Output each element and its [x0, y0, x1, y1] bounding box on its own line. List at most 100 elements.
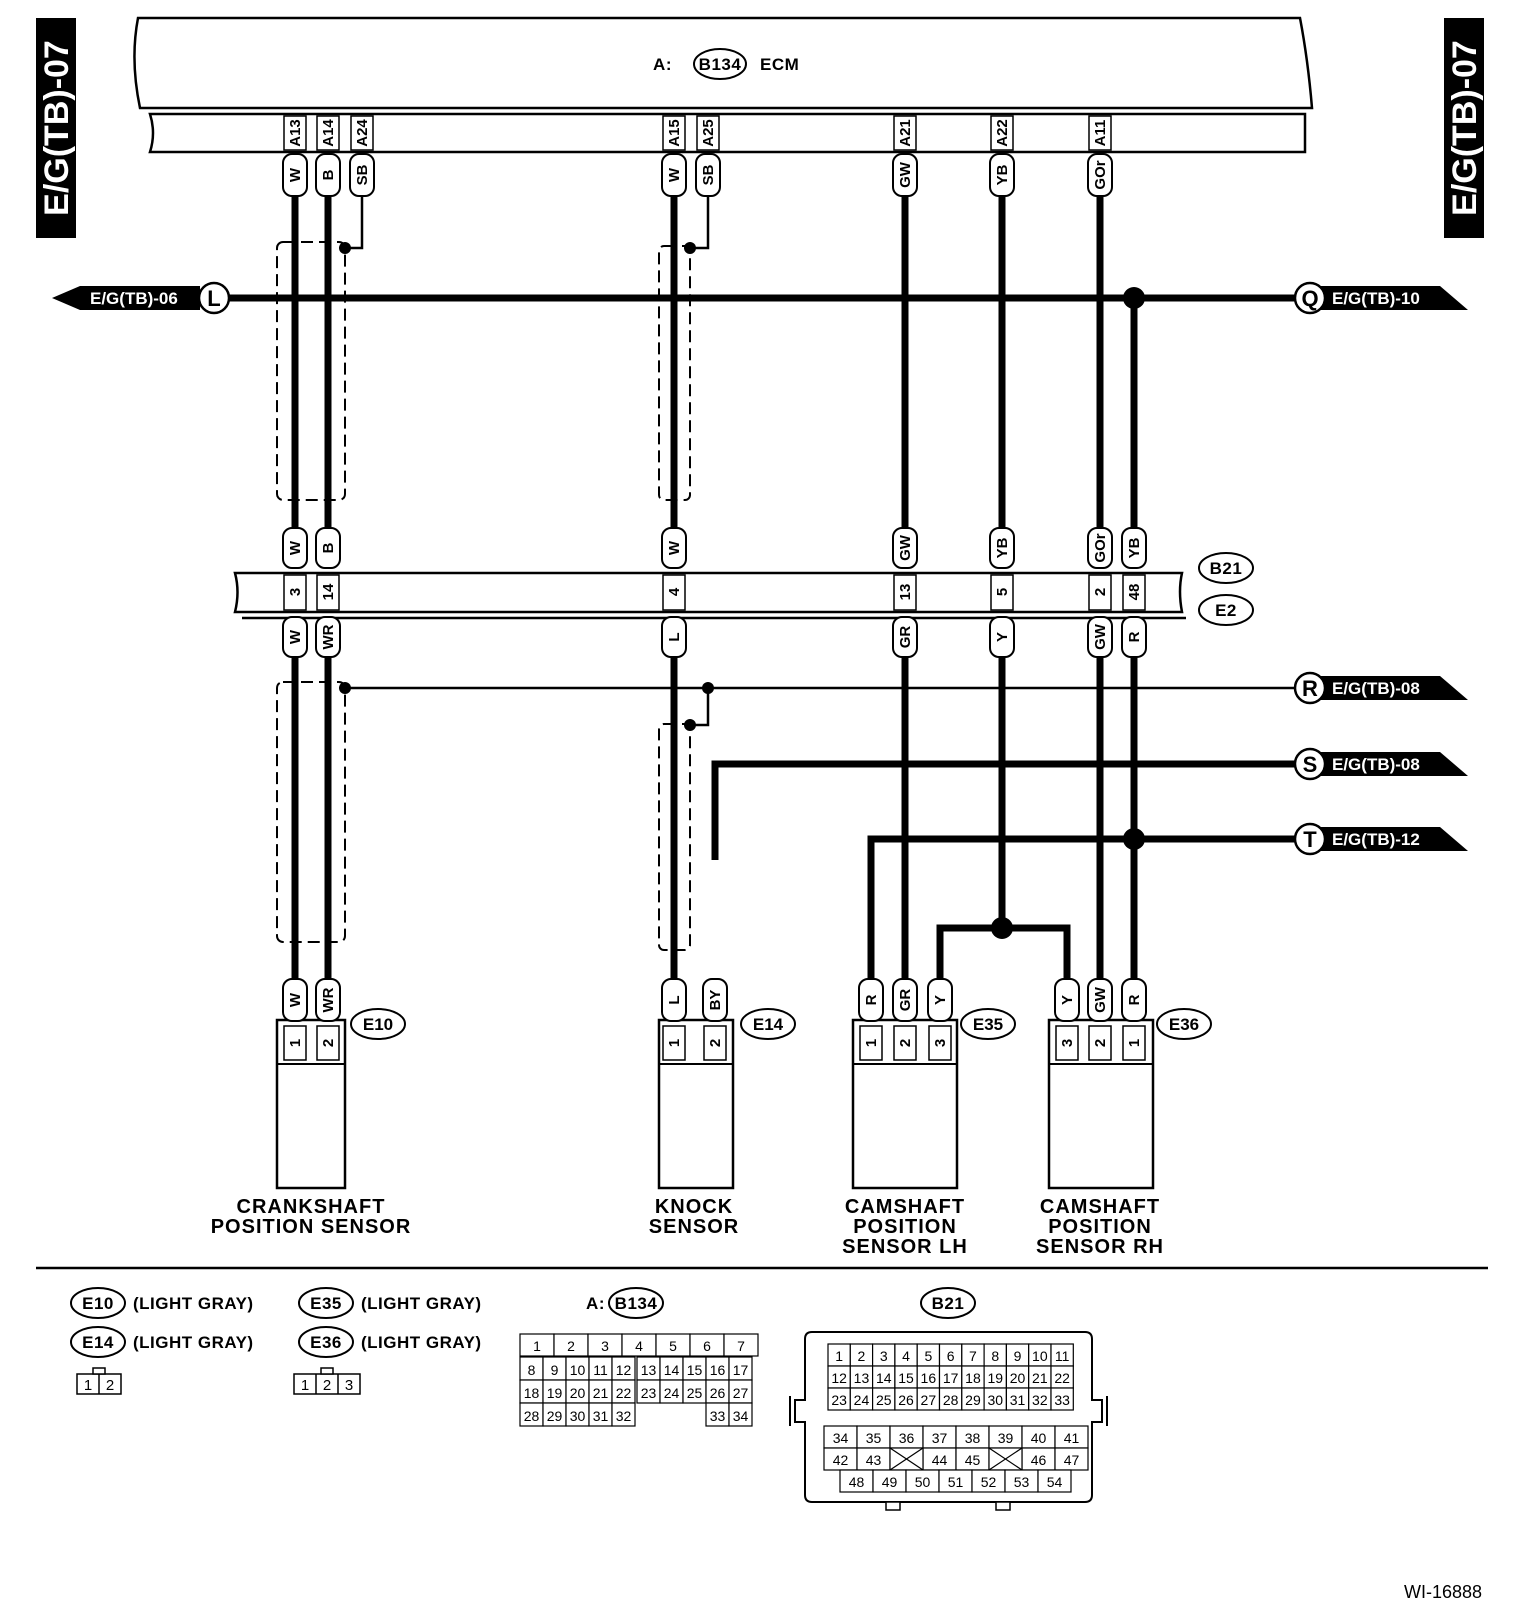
b21-pin-43: 43	[866, 1452, 882, 1468]
joint-top-color-0-text: W	[287, 540, 304, 555]
joint-pin-3: 3	[287, 588, 304, 596]
joint-bottom-color-1: WR	[315, 616, 341, 658]
b21-pin-34: 34	[833, 1430, 849, 1446]
ecm-wire-color-7-text: GOr	[1092, 160, 1109, 189]
b21-pin-19: 19	[987, 1370, 1003, 1386]
ecm-wire-color-2: SB	[349, 153, 375, 197]
b21-pin-9: 9	[1014, 1348, 1022, 1364]
joint-bottom-color-6: R	[1121, 616, 1147, 658]
joint-bottom-color-4-text: Y	[994, 632, 1011, 642]
joint-pin-4: 4	[666, 587, 683, 596]
b134-pin-16: 16	[710, 1362, 726, 1378]
b21-pin-36: 36	[899, 1430, 915, 1446]
b134-pin-9: 9	[551, 1362, 559, 1378]
b21-pin-4: 4	[902, 1348, 910, 1364]
joint-top-color-2-text: W	[666, 540, 683, 555]
joint-upper-id: B21	[1210, 559, 1243, 578]
e35-wire-color-1-text: GR	[897, 989, 914, 1012]
e10-wire-color-0: W	[282, 978, 308, 1022]
b21-pin-53: 53	[1014, 1474, 1030, 1490]
joint-pin-5: 5	[994, 588, 1011, 596]
ref-Q-page: E/G(TB)-10	[1332, 289, 1420, 308]
e36-pin-3: 3	[1059, 1039, 1076, 1047]
joint-top-color-4: YB	[989, 527, 1015, 569]
b134-pin-1: 1	[533, 1338, 541, 1354]
e35-wire-color-0-text: R	[863, 994, 880, 1005]
e10-pin-2: 2	[320, 1039, 337, 1047]
legend-connectors: E10 (LIGHT GRAY) E14 (LIGHT GRAY) E35 (L…	[70, 1287, 481, 1395]
e36-wire-color-0-text: Y	[1059, 995, 1076, 1005]
b134-pin-34: 34	[733, 1408, 749, 1424]
joint-top-color-1: B	[315, 527, 341, 569]
two-pin-2: 2	[106, 1377, 114, 1394]
e14-pin-1: 1	[666, 1039, 683, 1047]
b21-pin-32: 32	[1032, 1392, 1048, 1408]
ref-R-letter: R	[1302, 676, 1318, 701]
b21-pin-45: 45	[965, 1452, 981, 1468]
b21-pin-33: 33	[1054, 1392, 1070, 1408]
b21-pin-15: 15	[898, 1370, 914, 1386]
cam-rh-label-2: POSITION	[1048, 1216, 1152, 1238]
e14-wire-color-0-text: L	[666, 995, 683, 1004]
joint-pin-48: 48	[1126, 584, 1143, 601]
b134-pin-28: 28	[524, 1408, 540, 1424]
ecm-wire-color-6: YB	[989, 153, 1015, 197]
b21-pin-1: 1	[835, 1348, 843, 1364]
b134-pin-33: 33	[710, 1408, 726, 1424]
b21-pin-3: 3	[880, 1348, 888, 1364]
e14-wire-color-1-text: BY	[707, 990, 724, 1011]
e36-pin-1: 1	[1126, 1039, 1143, 1047]
b134-pin-30: 30	[570, 1408, 586, 1424]
two-pin-face: 1 2	[76, 1367, 122, 1395]
ecm-pin-A25: A25	[700, 119, 717, 147]
ecm-pin-A11: A11	[1092, 120, 1109, 147]
side-tab-right: E/G(TB)-07	[1444, 18, 1484, 238]
ecm-wire-color-0-text: W	[287, 167, 304, 182]
side-label-right: E/G(TB)-07	[1446, 40, 1484, 216]
b21-pin-14: 14	[876, 1370, 892, 1386]
b21-pin-25: 25	[876, 1392, 892, 1408]
ref-L: E/G(TB)-06 L	[52, 281, 231, 315]
b134-pin-32: 32	[616, 1408, 632, 1424]
ecm-wire-color-0: W	[282, 153, 308, 197]
joint-top-color-6: YB	[1121, 527, 1147, 569]
b21-pin-52: 52	[981, 1474, 997, 1490]
b21-pin-8: 8	[991, 1348, 999, 1364]
b134-pin-22: 22	[616, 1385, 632, 1401]
ecm-wire-color-4: SB	[695, 153, 721, 197]
junction-dots	[339, 242, 1145, 939]
b21-pin-49: 49	[882, 1474, 898, 1490]
e35-wire-color-2-text: Y	[932, 995, 949, 1005]
e14-connector-id: E14	[753, 1015, 784, 1034]
b134-pin-6: 6	[703, 1338, 711, 1354]
e35-pin-2: 2	[897, 1039, 914, 1047]
e10-wire-color-1: WR	[315, 978, 341, 1022]
wires	[291, 195, 1138, 979]
e14-pin-2: 2	[707, 1039, 724, 1047]
b21-pin-50: 50	[915, 1474, 931, 1490]
three-pin-face: 1 2 3	[293, 1367, 361, 1395]
b21-pin-20: 20	[1010, 1370, 1026, 1386]
crankshaft-label-2: POSITION SENSOR	[211, 1216, 412, 1238]
b134-pin-12: 12	[616, 1362, 632, 1378]
legend-b21-id: B21	[932, 1294, 965, 1313]
knock-label-1: KNOCK	[655, 1196, 733, 1218]
b134-pin-24: 24	[664, 1385, 680, 1401]
b21-pin-27: 27	[921, 1392, 937, 1408]
b21-pin-2: 2	[858, 1348, 866, 1364]
b134-pin-17: 17	[733, 1362, 749, 1378]
b134-pin-15: 15	[687, 1362, 703, 1378]
joint-pin-13: 13	[897, 584, 914, 601]
joint-top-color-3: GW	[892, 527, 918, 569]
ecm-name: ECM	[760, 55, 799, 74]
joint-bottom-color-3: GR	[892, 616, 918, 658]
b134-pin-25: 25	[687, 1385, 703, 1401]
